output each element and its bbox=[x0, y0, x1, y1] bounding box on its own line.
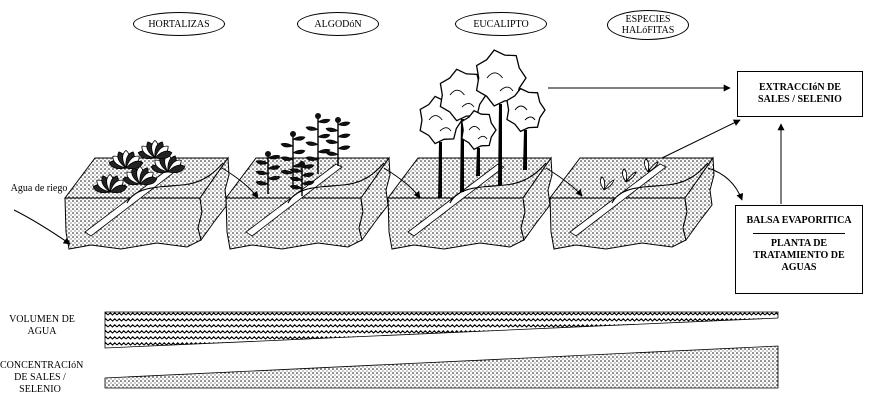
vegetable-plant-icon bbox=[109, 150, 143, 168]
crop-label-hortalizas: HORTALIZAS bbox=[133, 12, 225, 36]
irrigation-inflow-arrow bbox=[14, 210, 70, 244]
soil-block-eucalipto bbox=[388, 158, 552, 249]
water-volume-label: VOLUMEN DE AGUA bbox=[6, 314, 78, 338]
salt-concentration-label: CONCENTRACIóN DE SALES / SELENIO bbox=[0, 360, 80, 396]
halophyte-extraction-arrow bbox=[662, 120, 740, 158]
vegetable-plant-icon bbox=[138, 140, 172, 158]
irrigation-label: Agua de riego bbox=[10, 183, 68, 194]
treatment-plant-label: PLANTA DE TRATAMIENTO DE AGUAS bbox=[736, 238, 862, 274]
crop-label-especies-halofitas: ESPECIES HALóFITAS bbox=[607, 10, 689, 40]
evaporation-pond-label: BALSA EVAPORITICA bbox=[736, 206, 862, 227]
extraction-box: EXTRACCIóN DE SALES / SELENIO bbox=[737, 71, 863, 117]
soil-block-halofitas bbox=[550, 158, 714, 249]
crop-label-algodon: ALGODóN bbox=[297, 12, 379, 36]
evaporation-box: BALSA EVAPORITICA PLANTA DE TRATAMIENTO … bbox=[735, 205, 863, 294]
box-divider bbox=[753, 233, 845, 234]
soil-block-algodon bbox=[226, 158, 390, 249]
extraction-text: EXTRACCIóN DE SALES / SELENIO bbox=[758, 82, 842, 105]
water-volume-wedge bbox=[105, 312, 778, 348]
salt-concentration-wedge bbox=[105, 346, 778, 388]
crop-label-eucalipto: EUCALIPTO bbox=[455, 12, 547, 36]
